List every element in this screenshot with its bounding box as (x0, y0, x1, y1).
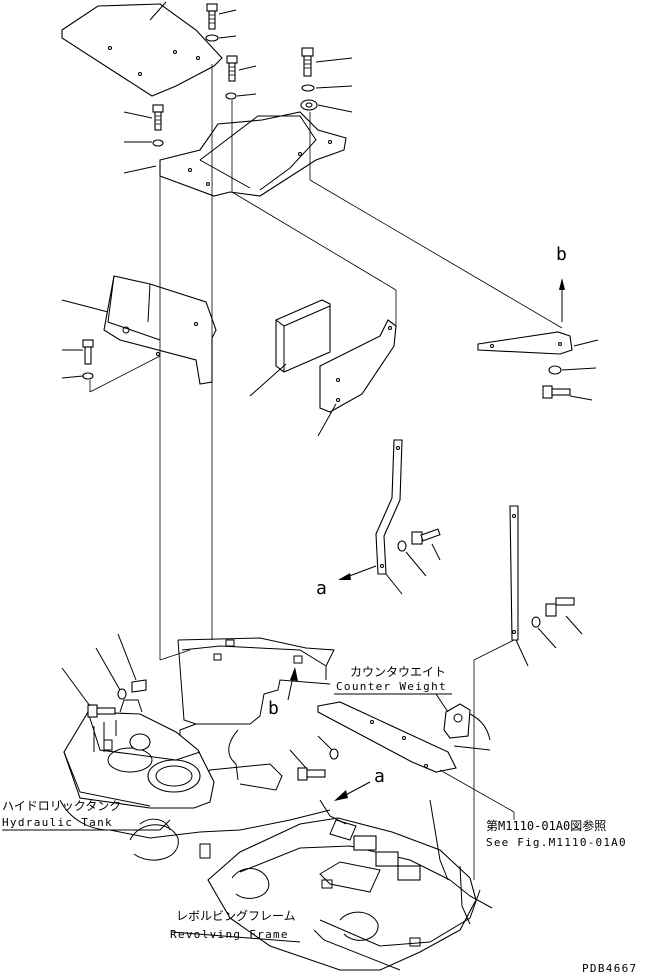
washer-stay-right (531, 616, 541, 628)
hydraulic-tank-label-jp: ハイドロリックタンク (2, 799, 121, 813)
washer-left-2 (82, 372, 94, 380)
washer-assembly-center (329, 748, 339, 760)
counterweight-plate (317, 701, 457, 773)
upper-cover (159, 111, 347, 197)
clip-assembly-left (131, 679, 147, 693)
lower-assembly (59, 637, 493, 971)
drawing-number: PDB4667 (582, 962, 637, 975)
counter-weight-label-en: Counter Weight (336, 680, 447, 693)
bolt-assembly-center (297, 767, 326, 781)
revolving-frame-label-jp: レボルビングフレーム (176, 909, 296, 923)
hydraulic-tank-label-en: Hydraulic Tank (2, 816, 113, 829)
ref-a-lower: a (374, 766, 385, 787)
washer-stay-left (397, 540, 407, 552)
bolt-left-2 (82, 339, 94, 365)
bolt-stay-right (545, 597, 575, 617)
washer-top-4 (300, 99, 318, 111)
side-plate (319, 319, 397, 413)
right-bracket (477, 331, 573, 355)
revolving-frame-label-en: Revolving Frame (170, 928, 289, 941)
ref-b-lower: b (268, 698, 279, 719)
bolt-top-3 (301, 47, 314, 77)
washer-left-1 (152, 139, 164, 147)
washer-top-3 (301, 84, 315, 92)
washer-top-1 (205, 34, 219, 42)
ref-b-upper: b (556, 244, 567, 265)
see-fig-label-jp: 第M1110-01A0図参照 (486, 818, 606, 833)
bolt-right (542, 385, 571, 399)
see-fig-label-en: See Fig.M1110-01A0 (486, 836, 627, 849)
bolt-assembly-left (87, 704, 116, 718)
top-cover-plate (61, 3, 223, 97)
counterweight-lug (443, 703, 471, 739)
washer-top-2 (225, 92, 237, 100)
ref-a-upper: a (316, 578, 327, 599)
washer-assembly-left (117, 688, 127, 700)
bolt-top-2 (226, 55, 238, 82)
rubber-pad (275, 299, 331, 373)
bolt-top-1 (206, 3, 218, 30)
counter-weight-label-jp: カウンタウエイト (350, 665, 446, 679)
stay-right (509, 505, 519, 641)
washer-right (548, 365, 562, 375)
bolt-left-1 (152, 104, 164, 131)
bolt-stay-left (411, 528, 441, 545)
stay-left (375, 439, 403, 575)
